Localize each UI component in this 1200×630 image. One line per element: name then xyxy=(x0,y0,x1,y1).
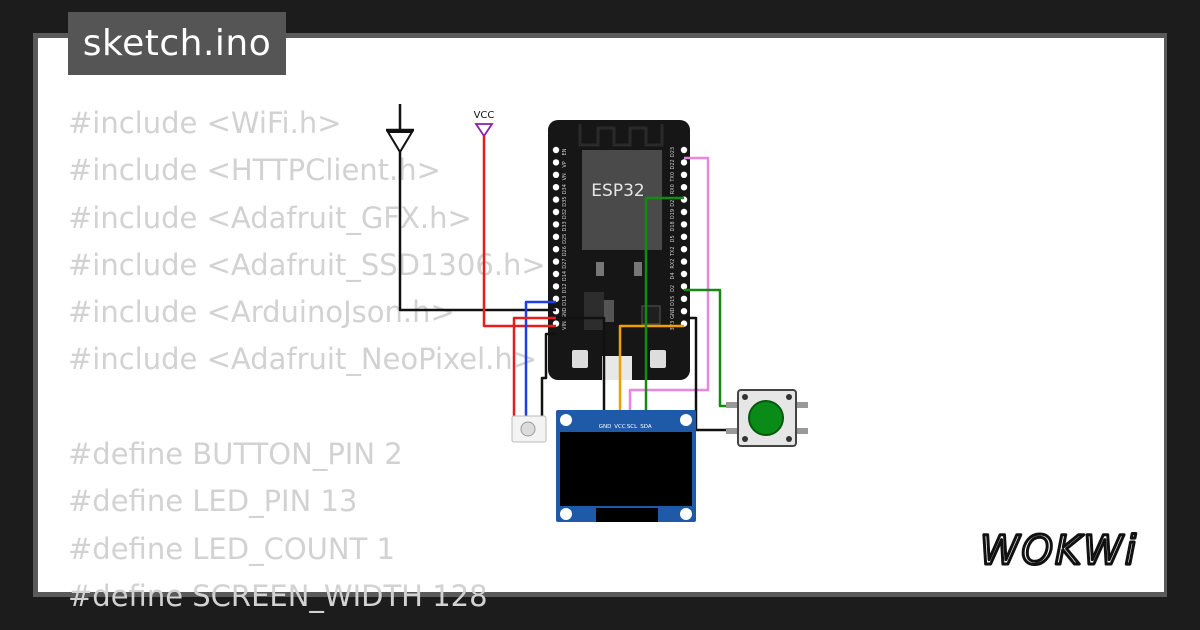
pin-label: GND xyxy=(562,307,568,319)
pin-header[interactable] xyxy=(552,221,560,228)
esp32-pin-headers: ENVPVND34D35D32D33D25D26D27D14D12D13GNDV… xyxy=(552,146,688,330)
boot-button[interactable] xyxy=(572,350,588,368)
pin-header[interactable] xyxy=(552,283,560,290)
pin-label: D26 xyxy=(562,246,568,256)
pin-label: VP xyxy=(562,161,568,167)
pin-label: D2 xyxy=(670,285,676,292)
pin-header[interactable] xyxy=(552,295,560,302)
pin-label: EN xyxy=(562,148,568,155)
pin-header[interactable] xyxy=(680,184,688,191)
pin-header[interactable] xyxy=(552,208,560,216)
pin-header[interactable] xyxy=(680,270,688,278)
pin-header[interactable] xyxy=(680,221,688,228)
pin-header[interactable] xyxy=(552,159,560,166)
pin-header[interactable] xyxy=(680,208,688,216)
pin-label: TX2 xyxy=(670,246,676,257)
pin-label: D13 xyxy=(562,296,568,306)
pin-header[interactable] xyxy=(680,171,688,178)
code-line: #define SCREEN_WIDTH 128 xyxy=(68,578,488,613)
esp32-board[interactable]: ESP32 ENVPVND34D35D32D33D25D26D27D14D12D… xyxy=(548,120,690,380)
en-button[interactable] xyxy=(650,350,666,368)
pin-header[interactable] xyxy=(680,308,688,315)
pin-label: RX2 xyxy=(670,259,676,269)
vcc-label: VCC xyxy=(474,110,495,121)
file-tab[interactable]: sketch.ino xyxy=(68,12,286,75)
usb-port xyxy=(602,356,632,380)
pin-label: D23 xyxy=(670,147,676,157)
esp32-module-shield xyxy=(582,150,662,250)
oled-screen xyxy=(560,432,692,506)
code-line: #include <ArduinoJson.h> xyxy=(68,295,455,330)
pin-header[interactable] xyxy=(680,146,688,154)
pin-header[interactable] xyxy=(680,258,688,265)
pin-header[interactable] xyxy=(680,246,688,253)
pin-header[interactable] xyxy=(552,196,560,203)
pin-header[interactable] xyxy=(680,283,688,290)
pin-label: D4 xyxy=(670,272,676,279)
pin-header[interactable] xyxy=(552,171,560,178)
pin-label: TX0 xyxy=(670,172,676,183)
pin-header[interactable] xyxy=(552,246,560,253)
pin-label: D35 xyxy=(562,196,568,206)
oled-pin-label: VCC xyxy=(614,424,626,430)
pin-header[interactable] xyxy=(552,184,560,191)
pushbutton[interactable] xyxy=(726,389,808,447)
pin-header[interactable] xyxy=(552,258,560,265)
pin-label: VN xyxy=(562,173,568,180)
pin-header[interactable] xyxy=(552,146,560,154)
code-line: #define LED_PIN 13 xyxy=(68,484,358,519)
pin-label: VIN xyxy=(562,321,568,330)
oled-pin-label: GND xyxy=(599,424,612,430)
pin-label: RX0 xyxy=(670,184,676,194)
pin-label: D21 xyxy=(670,196,676,206)
pin-header[interactable] xyxy=(680,159,688,166)
code-line: #include <Adafruit_NeoPixel.h> xyxy=(68,342,538,377)
wires xyxy=(398,136,742,432)
pin-label: D5 xyxy=(670,235,676,242)
oled-pin-label: SDA xyxy=(640,424,652,430)
pin-label: D32 xyxy=(562,209,568,219)
pin-label: D14 xyxy=(562,271,568,281)
code-line: #include <Adafruit_SSD1306.h> xyxy=(68,247,546,282)
pin-label: D22 xyxy=(670,159,676,169)
button-cap[interactable] xyxy=(748,400,784,436)
ground-symbol xyxy=(386,104,414,154)
pin-header[interactable] xyxy=(680,233,688,240)
voltage-regulator xyxy=(584,292,604,330)
wokwi-logo: WOKWi xyxy=(979,527,1138,576)
oled-pin-label: SCL xyxy=(627,424,638,430)
pin-label: D18 xyxy=(670,221,676,231)
code-preview: #include <WiFi.h> #include <HTTPClient.h>… xyxy=(68,100,546,620)
esp32-label: ESP32 xyxy=(591,181,644,201)
pin-header[interactable] xyxy=(552,270,560,278)
pin-label: D33 xyxy=(562,221,568,231)
pin-label: D15 xyxy=(670,296,676,306)
code-line: #define BUTTON_PIN 2 xyxy=(68,437,403,472)
pin-label: GND xyxy=(670,307,676,319)
code-line: #include <Adafruit_GFX.h> xyxy=(68,200,472,235)
pin-header[interactable] xyxy=(680,295,688,302)
code-line: #define LED_COUNT 1 xyxy=(68,531,395,566)
pin-header[interactable] xyxy=(552,233,560,240)
neopixel-led[interactable] xyxy=(511,415,547,443)
vcc-symbol: VCC xyxy=(474,110,495,138)
pin-label: D19 xyxy=(670,209,676,219)
pin-label: D25 xyxy=(562,234,568,244)
code-line: #include <WiFi.h> xyxy=(68,106,342,140)
pin-label: D12 xyxy=(562,283,568,293)
code-line: #include <HTTPClient.h> xyxy=(68,153,441,188)
svg-text:WOKWi: WOKWi xyxy=(980,528,1138,574)
pin-label: D27 xyxy=(562,258,568,268)
pin-label: D34 xyxy=(562,184,568,194)
